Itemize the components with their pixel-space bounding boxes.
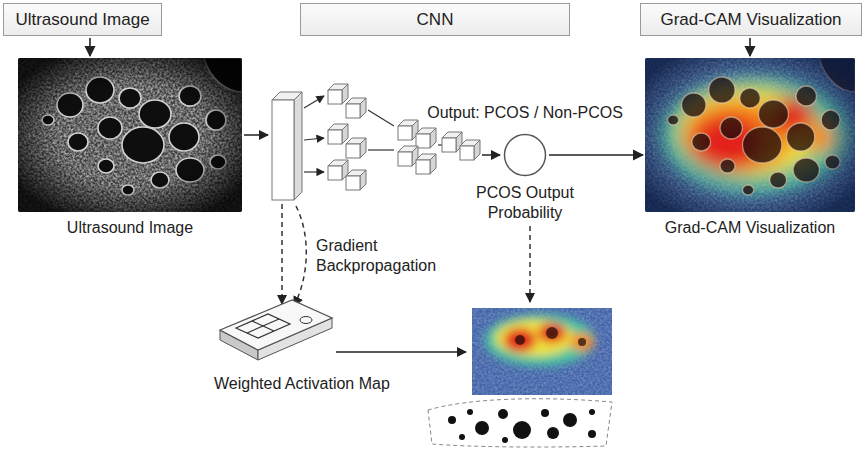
text-holder: Ultrasound Image [15, 9, 149, 30]
small-heatmap-part-part [538, 323, 566, 343]
follicle-sketch-part [588, 430, 596, 438]
cnn-drawing-part [438, 144, 442, 145]
circle-outline [503, 133, 547, 177]
header-box: Grad-CAM Visualization [640, 3, 862, 36]
cnn-drawing-part [328, 84, 348, 104]
gradcam-picture-part [645, 58, 855, 212]
follicle-sketch-part [541, 409, 549, 417]
text-holder: Weighted Activation Map [214, 374, 390, 394]
gradcam-picture-part [645, 58, 855, 212]
header-label: CNN [417, 9, 454, 30]
activation-tablet-part [300, 317, 312, 324]
small-heatmap-part [485, 314, 595, 366]
connector-arrow [749, 38, 751, 56]
gradient-arrows-part [529, 226, 531, 302]
gradcam-picture [645, 58, 855, 212]
gradcam-picture-part [645, 58, 855, 212]
node-caption: Weighted Activation Map [214, 374, 390, 394]
cnn-drawing-part [368, 110, 394, 126]
follicle-sketch-part [448, 416, 456, 424]
cnn-drawing-part [304, 171, 324, 172]
follicle-sketch-part [428, 399, 612, 447]
cnn-drawing-part [368, 149, 394, 150]
cnn-drawing-part [304, 96, 324, 108]
cnn-drawing-part [482, 154, 500, 156]
follicle-sketch-part [513, 421, 531, 439]
cnn-drawing-part [346, 170, 366, 190]
small-heatmap-part [578, 338, 586, 346]
follicle-sketch-part [475, 421, 489, 435]
cnn-drawing-part [328, 124, 348, 144]
gradient-arrows-part [281, 204, 283, 304]
node-caption: Ultrasound Image [18, 218, 242, 238]
ultrasound-picture-part [18, 58, 242, 212]
activation-tablet [220, 300, 466, 360]
small-heatmap-part [515, 335, 525, 345]
cnn-drawing-part [398, 120, 418, 140]
small-heatmap-part [472, 308, 612, 395]
activation-tablet-part [236, 314, 290, 338]
follicle-sketch-part [589, 409, 595, 415]
gradient-arrows-part [294, 206, 306, 306]
cnn-drawing-part [346, 98, 366, 118]
text-holder: CNN [417, 9, 454, 30]
activation-map-node: Weighted Activation Map [218, 298, 332, 368]
follicle-sketch-part [563, 413, 577, 427]
follicle-sketch-part [502, 437, 508, 443]
small-heatmap-part-part [485, 314, 595, 366]
follicle-sketch-part [467, 409, 473, 415]
activation-tablet-part [336, 351, 466, 353]
cnn-drawing-part [416, 154, 436, 174]
header-label: Ultrasound Image [15, 9, 149, 30]
header-box: Ultrasound Image [3, 3, 162, 36]
activation-tablet-part [220, 300, 332, 350]
cnn-drawing [244, 84, 500, 200]
ultrasound-picture-part [18, 58, 242, 212]
small-heatmap-part [546, 327, 558, 339]
image-panel: Ultrasound Image [18, 58, 242, 212]
cnn-drawing-part [416, 128, 436, 148]
follicle-sketch-part [498, 409, 508, 419]
image-panel: Grad-CAM Visualization [645, 58, 855, 212]
text-holder: Grad-CAM Visualization [660, 9, 841, 30]
text-holder: Grad-CAM Visualization [645, 218, 855, 238]
follicle-sketch-part [459, 434, 465, 440]
connector-arrow [89, 38, 91, 56]
ultrasound-picture-part [18, 58, 242, 212]
text-holder: Output: PCOS / Non-PCOS [395, 103, 655, 123]
annotation-label: Gradient Backpropagation [316, 236, 448, 276]
header-box: CNN [300, 3, 570, 36]
follicle-sketch [428, 399, 612, 447]
output-circle: Output: PCOS / Non-PCOSPCOS Output Proba… [503, 133, 547, 177]
ultrasound-picture [18, 58, 242, 212]
header-label: Grad-CAM Visualization [660, 9, 841, 30]
cnn-drawing-part [294, 92, 302, 200]
cnn-drawing-part [442, 132, 462, 152]
node-caption: Grad-CAM Visualization [645, 218, 855, 238]
node-caption: PCOS Output Probability [450, 183, 600, 223]
circle-shape [505, 135, 546, 176]
cnn-drawing-part [398, 146, 418, 166]
node-caption: Output: PCOS / Non-PCOS [395, 103, 655, 123]
small-heatmap [472, 308, 612, 395]
connector-arrow [549, 154, 643, 156]
cnn-drawing-part [304, 138, 324, 140]
cnn-drawing-part [346, 138, 366, 158]
cnn-drawing-part [244, 134, 268, 136]
cnn-drawing-part [460, 140, 480, 160]
activation-tablet-part [247, 319, 279, 333]
text-holder: Ultrasound Image [18, 218, 242, 238]
cnn-drawing-part [272, 100, 294, 200]
small-heatmap-part-part [570, 333, 594, 351]
cnn-drawing-part [328, 160, 348, 180]
small-heatmap-part-part [495, 320, 575, 356]
small-heatmap-part [472, 308, 612, 395]
small-heatmap-part-part [504, 328, 536, 352]
follicle-sketch-part [547, 427, 559, 439]
text-holder: PCOS Output Probability [450, 183, 600, 223]
